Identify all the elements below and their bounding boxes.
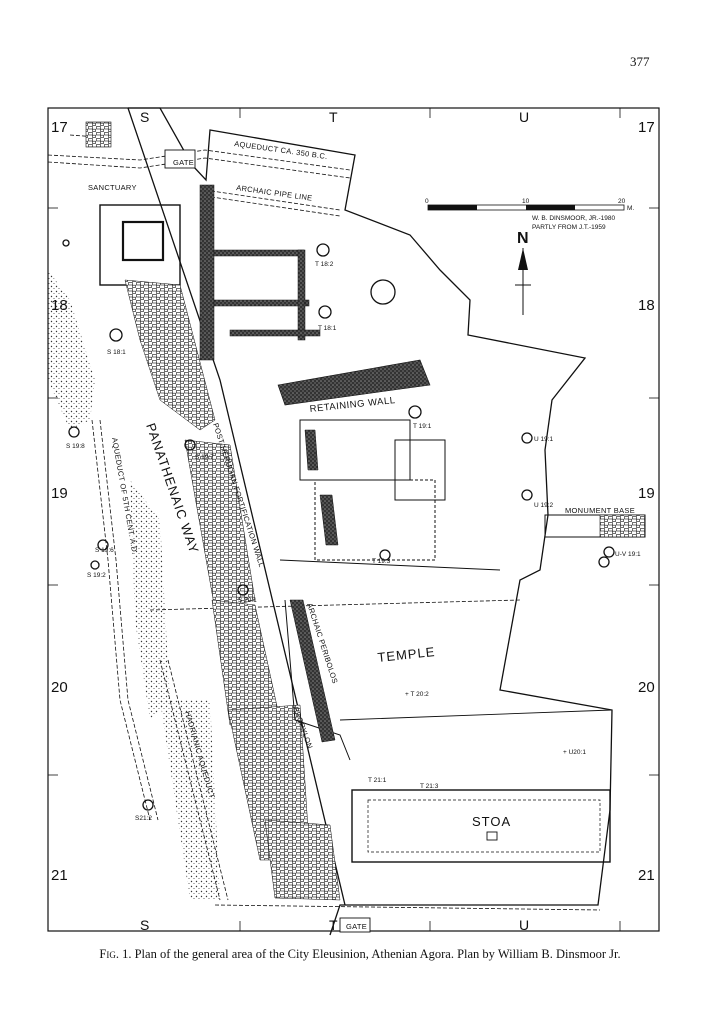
label-sanctuary: SANCTUARY [88, 183, 137, 192]
label-archaic-pipe: ARCHAIC PIPE LINE [236, 183, 313, 203]
sanctuary-altar [121, 220, 165, 262]
page-number: 377 [630, 54, 650, 69]
grid-letter-t-top: T [329, 109, 338, 125]
grid-letter-s-bottom: S [140, 917, 149, 933]
stoa-north-line [339, 709, 613, 721]
monument-base-blocks [599, 514, 646, 538]
north-label: N [517, 230, 530, 247]
scale-bar [427, 204, 625, 211]
scale-tick-0: 0 [425, 198, 429, 205]
stoa-base [486, 831, 498, 841]
find-uv19-1: U-V 19:1 [615, 551, 641, 558]
find-t20-2: + T 20:2 [405, 691, 429, 698]
grid-number-19-right: 19 [638, 485, 655, 502]
north-arrow [515, 248, 531, 315]
temple-foundations [279, 419, 501, 761]
gate-structure-bottom [339, 917, 371, 933]
scale-credit-1: W. B. DINSMOOR, JR.-1980 [532, 215, 615, 222]
grid-number-18-right: 18 [638, 297, 655, 314]
grid-number-21-right: 21 [638, 867, 655, 884]
find-t19-3: T 19:3 [372, 558, 391, 565]
find-t21-1: T 21:1 [368, 777, 387, 784]
grid-number-20-right: 20 [638, 679, 655, 696]
sanctuary-enclosure [99, 204, 181, 286]
grid-number-19-left: 19 [51, 485, 68, 502]
stoa-outline [351, 789, 611, 863]
find-t19-1: T 19:1 [413, 423, 432, 430]
roman-house-walls [199, 184, 321, 361]
well-markers [62, 239, 615, 811]
grid-letter-s-top: S [140, 109, 149, 125]
find-s21-2: S21:2 [135, 815, 152, 822]
scale-credit-2: PARTLY FROM J.T.-1959 [532, 224, 606, 231]
scale-unit: M. [627, 205, 634, 212]
find-s20-1: S 20:1 [238, 597, 257, 604]
scale-tick-10: 10 [522, 198, 530, 205]
find-u19-2: U 19:2 [534, 502, 554, 509]
grid-number-17-right: 17 [638, 119, 655, 136]
scale-tick-20: 20 [618, 198, 626, 205]
find-s18-1: S 18:1 [107, 349, 126, 356]
stoa-inner-colonnade [367, 799, 601, 853]
peribolos-wall [289, 429, 339, 743]
find-t18-2: T 18:2 [315, 261, 334, 268]
figure-label: Fig. 1. [99, 947, 132, 961]
grid-ticks [48, 108, 659, 931]
find-s19-7: S 19:7 [195, 454, 214, 461]
panathenaic-way-east-edge [127, 107, 346, 906]
stone-block-cluster [85, 121, 112, 148]
find-s19-8: S 19:8 [66, 443, 85, 450]
label-gate-bottom: GATE [346, 922, 367, 931]
grid-letter-u-top: U [519, 109, 529, 125]
label-monument-base: MONUMENT BASE [565, 506, 635, 515]
gate-structure-top [164, 149, 196, 169]
road-paving [124, 279, 341, 901]
site-plan: S T U S T U 17 18 19 20 21 17 18 19 20 2… [47, 107, 660, 936]
retaining-wall [277, 359, 431, 406]
find-t18-1: T 18:1 [318, 325, 337, 332]
find-s19-6: S 19:6 [95, 547, 114, 554]
label-stoa: STOA [472, 814, 511, 829]
find-u19-1: U 19:1 [534, 436, 554, 443]
excavation-boundary [128, 107, 613, 936]
grid-letter-u-bottom: U [519, 917, 529, 933]
road-surface-rubble [48, 270, 220, 900]
label-gate-top: GATE [173, 158, 194, 167]
grid-number-17-left: 17 [51, 119, 68, 136]
grid-number-20-left: 20 [51, 679, 68, 696]
figure-caption: Fig. 1. Plan of the general area of the … [60, 947, 660, 962]
grid-number-21-left: 21 [51, 867, 68, 884]
figure-caption-text: Plan of the general area of the City Ele… [134, 947, 621, 961]
find-s19-2: S 19:2 [87, 572, 106, 579]
find-u20-1: + U20:1 [563, 749, 586, 756]
find-t21-3: T 21:3 [420, 783, 439, 790]
label-temple: TEMPLE [377, 644, 436, 665]
